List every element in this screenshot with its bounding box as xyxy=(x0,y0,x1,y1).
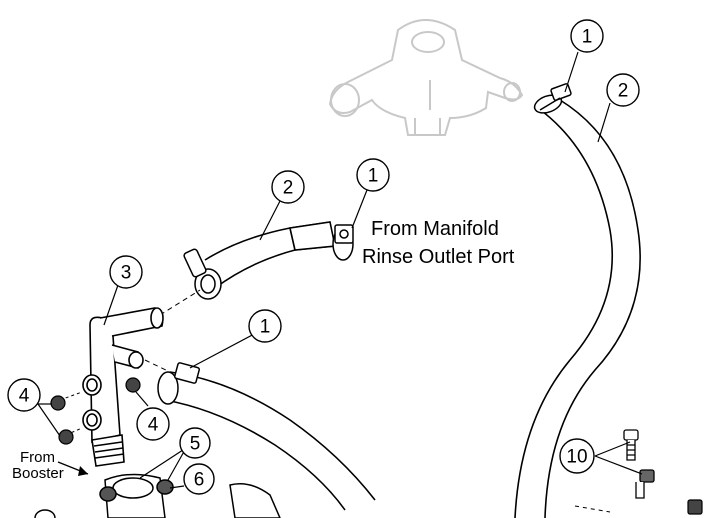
leader-lines xyxy=(37,51,643,489)
callout-number: 4 xyxy=(19,386,30,407)
bottom-left-parts xyxy=(34,473,281,518)
callout-2-middle: 2 xyxy=(271,170,305,204)
bolt-dash xyxy=(574,505,611,513)
bolt-10-upper xyxy=(623,429,639,461)
callout-3: 3 xyxy=(109,255,143,289)
callout-1-middle: 1 xyxy=(356,158,390,192)
callout-number: 3 xyxy=(121,263,132,284)
clamp-middle-right xyxy=(332,224,354,261)
callout-number: 4 xyxy=(148,415,159,436)
hose-middle-end-left xyxy=(183,248,222,300)
hose-middle xyxy=(204,221,336,289)
callout-number: 1 xyxy=(582,27,593,48)
tee-fitting xyxy=(82,307,164,467)
callout-number: 6 xyxy=(194,470,205,491)
callout-number: 2 xyxy=(283,178,294,199)
callout-1-lower: 1 xyxy=(248,309,282,343)
callout-6: 6 xyxy=(183,463,215,495)
clamp-lower xyxy=(157,362,200,405)
connection-dash-3 xyxy=(59,391,83,401)
hose-right xyxy=(514,99,641,518)
plug-left-upper xyxy=(50,395,66,411)
callout-number: 10 xyxy=(566,447,587,468)
callout-4-right: 4 xyxy=(136,407,170,441)
callout-number: 2 xyxy=(618,81,629,102)
plug-left-lower xyxy=(58,429,74,445)
clamp-top-right xyxy=(533,83,572,114)
bolt-10-lower xyxy=(635,469,655,499)
callout-10: 10 xyxy=(559,438,595,474)
callout-4-left: 4 xyxy=(7,378,41,412)
callout-5: 5 xyxy=(179,427,211,459)
connection-dash-2 xyxy=(144,359,171,373)
callout-number: 5 xyxy=(190,434,201,455)
label-from-booster-line2: Booster xyxy=(12,465,64,482)
callout-2-top-right: 2 xyxy=(606,73,640,107)
callout-number: 1 xyxy=(368,166,379,187)
label-from-manifold-line1: From Manifold xyxy=(371,218,499,240)
from-booster-arrow xyxy=(57,461,89,476)
manifold-ghost-part xyxy=(328,19,524,136)
callout-number: 1 xyxy=(260,317,271,338)
label-from-booster-line1: From xyxy=(20,449,55,466)
callout-1-top-right: 1 xyxy=(570,19,604,53)
hose-lower xyxy=(164,371,376,511)
bolt-far-right xyxy=(687,499,703,515)
plug-right xyxy=(125,377,141,393)
label-from-manifold-line2: Rinse Outlet Port xyxy=(362,246,515,268)
connection-dash-1 xyxy=(159,289,201,316)
